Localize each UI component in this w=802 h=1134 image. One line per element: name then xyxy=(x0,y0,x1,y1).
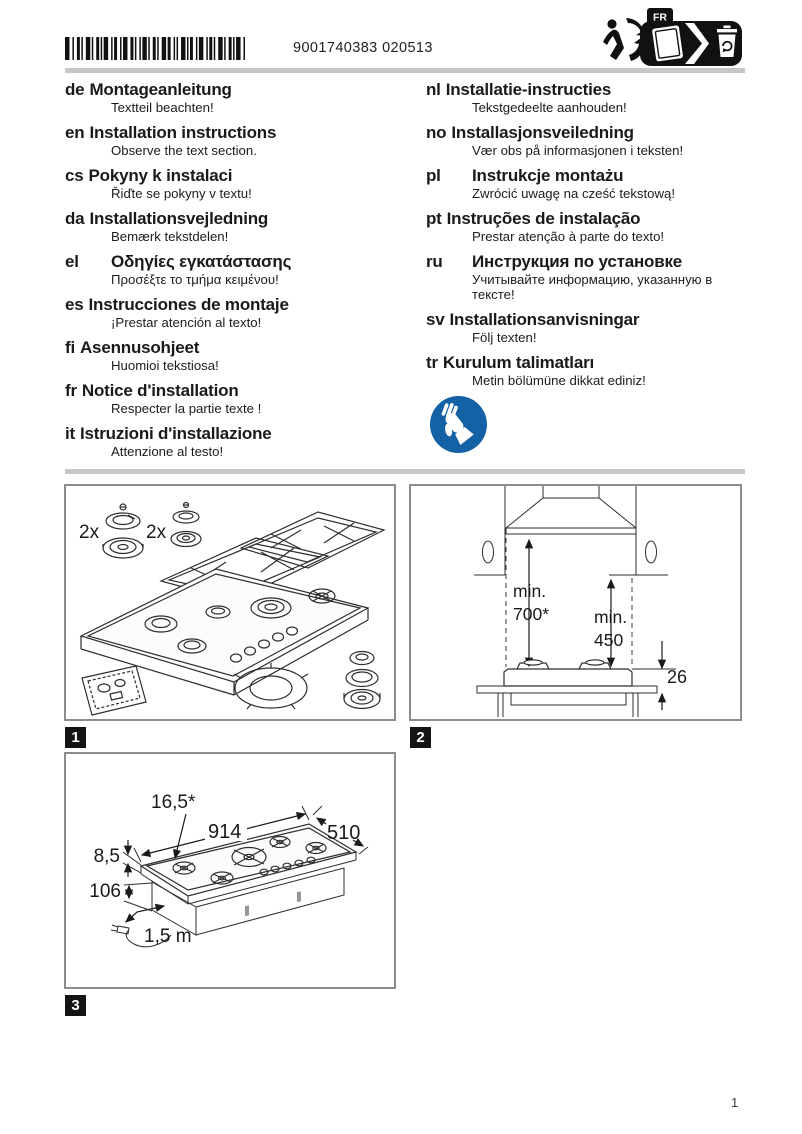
fig1-qty-label: 2x xyxy=(79,522,100,543)
language-subtitle: Respecter la partie texte ! xyxy=(111,401,262,416)
language-title: Installationsvejledning xyxy=(89,209,269,228)
language-code: pt xyxy=(426,209,442,228)
clearance-diagram: min. 700* min. 450 26 xyxy=(474,486,687,717)
language-code: no xyxy=(426,123,447,142)
language-subtitle: ¡Prestar atención al texto! xyxy=(111,315,262,330)
page-number: 1 xyxy=(731,1095,739,1110)
barcode-number: 9001740383 020513 xyxy=(293,40,433,56)
language-code: pl xyxy=(426,166,441,185)
language-code: fr xyxy=(65,381,77,400)
fig1-qty-label: 2x xyxy=(146,522,167,543)
figure-1-box: 2x 2x xyxy=(64,484,396,721)
language-subtitle: Zwrócić uwagę na cześć tekstową! xyxy=(472,186,676,201)
section-divider xyxy=(65,469,745,474)
language-entry-ru: ru Инструкция по установке Учитывайте инф… xyxy=(426,252,756,302)
dimensions-diagram: 1,5 m 914 510 16,5* 8,5 106 xyxy=(89,792,369,948)
language-entry-el: el Οδηγίες εγκατάστασης Προσέξτε το τμήμα… xyxy=(65,252,405,287)
language-subtitle: Metin bölümüne dikkat ediniz! xyxy=(472,373,646,388)
barcode xyxy=(65,37,245,60)
fig2-min-cabinet-value: 450 xyxy=(594,630,623,650)
language-title: Installationsanvisningar xyxy=(449,310,640,329)
language-title: Instrukcje montażu xyxy=(472,166,624,185)
language-subtitle: Prestar atenção à parte do texto! xyxy=(472,229,665,244)
language-title: Istruzioni d'installazione xyxy=(79,424,272,443)
language-code: es xyxy=(65,295,84,314)
language-code: de xyxy=(65,80,85,99)
fr-paper-recycle-icon: FR xyxy=(640,8,742,66)
language-subtitle: Řiďte se pokyny v textu! xyxy=(111,186,252,201)
fig3-rim-height: 8,5 xyxy=(94,846,120,867)
language-title: Asennusohjeet xyxy=(79,338,200,357)
fig2-min-hood-value: 700* xyxy=(513,604,549,624)
fr-tag-label: FR xyxy=(653,12,667,24)
language-code: ru xyxy=(426,252,443,271)
fig3-depth: 510 xyxy=(327,822,360,844)
language-title: Notice d'installation xyxy=(81,381,239,400)
language-code: cs xyxy=(65,166,84,185)
fig3-offset: 16,5* xyxy=(151,792,196,813)
figure-3-tag: 3 xyxy=(65,995,86,1016)
language-title: Instruções de instalação xyxy=(446,209,641,228)
language-code: el xyxy=(65,252,79,271)
language-subtitle: Huomioi tekstiosa! xyxy=(111,358,219,373)
figure-2-box: min. 700* min. 450 26 xyxy=(409,484,742,721)
figure-2-tag: 2 xyxy=(410,727,431,748)
language-entry-pl: pl Instrukcje montażu Zwrócić uwagę na cz… xyxy=(426,166,756,201)
header-divider xyxy=(65,68,745,73)
hob-exploded-diagram: 2x 2x xyxy=(79,501,386,716)
wear-gloves-icon xyxy=(430,396,487,453)
language-subtitle: Tekstgedeelte aanhouden! xyxy=(472,100,627,115)
language-code: it xyxy=(65,424,75,443)
language-code: tr xyxy=(426,353,438,372)
fig3-cable-length: 1,5 m xyxy=(144,926,192,947)
figure-3-box: 1,5 m 914 510 16,5* 8,5 106 xyxy=(64,752,396,989)
language-subtitle: Attenzione al testo! xyxy=(111,444,224,459)
language-code: da xyxy=(65,209,85,228)
fig2-hob-height-value: 26 xyxy=(667,667,687,687)
language-subtitle: Observe the text section. xyxy=(111,143,257,158)
language-title: Installasjonsveiledning xyxy=(451,123,634,142)
fig2-min-cabinet-label: min. xyxy=(594,607,627,627)
fig3-width: 914 xyxy=(208,821,241,843)
fig2-min-hood-label: min. xyxy=(513,581,546,601)
language-title: Instrucciones de montaje xyxy=(88,295,289,314)
language-code: nl xyxy=(426,80,441,99)
language-subtitle: Προσέξτε το τμήμα κειμένου! xyxy=(111,272,279,287)
language-title: Installatie-instructies xyxy=(445,80,612,99)
fig3-body-height: 106 xyxy=(89,881,121,902)
language-title: Οδηγίες εγκατάστασης xyxy=(111,252,292,271)
language-code: sv xyxy=(426,310,445,329)
language-subtitle: Textteil beachten! xyxy=(111,100,214,115)
language-subtitle: Följ texten! xyxy=(472,330,537,345)
language-title: Montageanleitung xyxy=(89,80,232,99)
language-code: fi xyxy=(65,338,75,357)
language-title: Инструкция по установке xyxy=(472,252,683,271)
language-subtitle: Vær obs på informasjonen i teksten! xyxy=(472,143,684,158)
language-title: Installation instructions xyxy=(89,123,277,142)
language-code: en xyxy=(65,123,85,142)
language-subtitle: Bemærk tekstdelen! xyxy=(111,229,229,244)
language-title: Pokyny k instalaci xyxy=(88,166,233,185)
language-title: Kurulum talimatları xyxy=(442,353,595,372)
figure-1-tag: 1 xyxy=(65,727,86,748)
language-subtitle: Учитывайте информацию, указанную в текст… xyxy=(472,272,713,302)
